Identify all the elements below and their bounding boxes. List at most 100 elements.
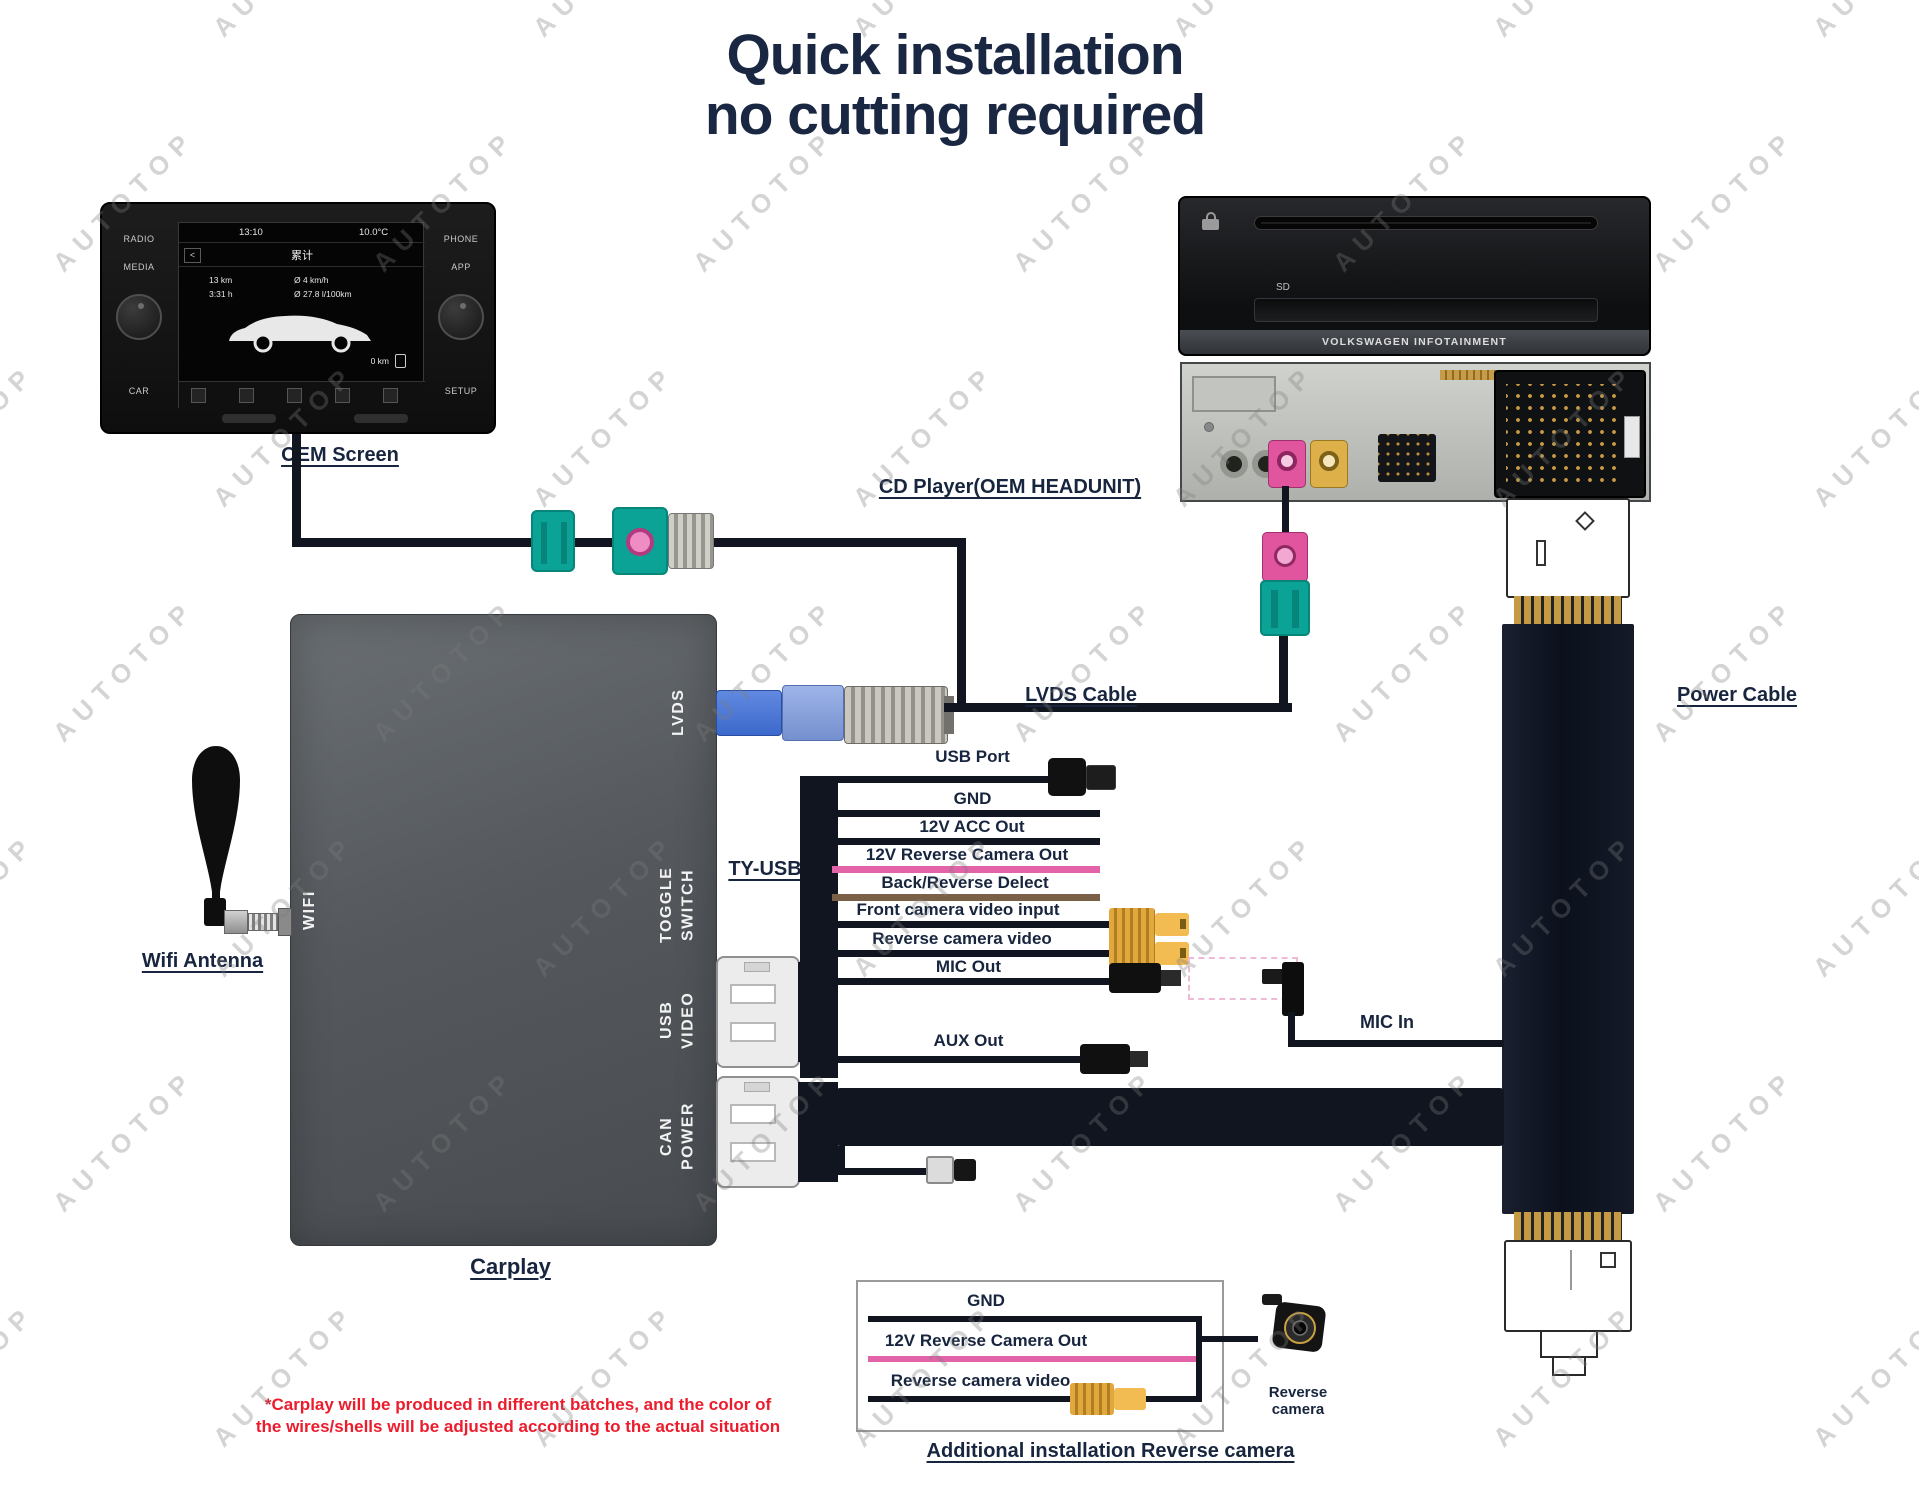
wire-label-reverse-12v: 12V Reverse Camera Out xyxy=(865,845,1069,864)
footnote-line2: the wires/shells will be adjusted accord… xyxy=(255,1417,781,1437)
pigtail-wire-v xyxy=(838,1146,845,1174)
wire-label-back-detect: Back/Reverse Delect xyxy=(881,873,1049,892)
ty-usb-label: TY-USB xyxy=(728,858,802,880)
volume-knob-right-icon xyxy=(438,294,484,340)
mic-in-wire-h xyxy=(1288,1040,1504,1047)
watermark-text: AUTOTOP xyxy=(1326,592,1482,748)
pigtail-connector-plug xyxy=(954,1159,976,1181)
page-title-line1: Quick installation xyxy=(726,23,1184,87)
display-duration: 3:31 h xyxy=(209,289,233,299)
mic-out-wire xyxy=(832,978,1109,985)
additional-reverse-video-line xyxy=(868,1396,1070,1402)
oem-car-button: CAR xyxy=(128,386,150,396)
bracket-vertical xyxy=(1196,1316,1202,1402)
wire-label-usb-port: USB Port xyxy=(935,747,1010,766)
display-distance: 13 km xyxy=(209,275,233,285)
footnote: *Carplay will be produced in different b… xyxy=(248,1394,788,1438)
reverse-video-wire xyxy=(832,950,1109,957)
gnd-wire xyxy=(832,810,1100,817)
display-avg-speed: Ø 4 km/h xyxy=(294,275,329,285)
antenna-thread xyxy=(248,913,278,931)
mic-out-plug-tip xyxy=(1161,970,1181,986)
menu-icon xyxy=(335,388,350,403)
acc-wire xyxy=(832,838,1100,845)
unit-slot xyxy=(222,414,276,423)
lvds-connector-endcap xyxy=(944,696,954,734)
diamond-mark-icon xyxy=(1575,511,1595,531)
carplay-label: Carplay xyxy=(470,1254,551,1279)
footnote-line1: *Carplay will be produced in different b… xyxy=(264,1395,772,1414)
rca-connector-yellow xyxy=(1109,908,1155,941)
watermark-text: AUTOTOP xyxy=(207,0,363,43)
carplay-box xyxy=(290,614,717,1246)
display-back-icon: < xyxy=(184,248,201,263)
watermark-text: AUTOTOP xyxy=(1646,122,1802,278)
oem-screen-device: RADIO MEDIA CAR PHONE APP SETUP 13:10 10… xyxy=(100,202,496,434)
aux-plug-tip xyxy=(1130,1051,1148,1067)
lvds-cable-line xyxy=(944,703,1292,712)
can-power-connector xyxy=(716,1076,800,1188)
power-pins-bottom xyxy=(1514,1212,1622,1242)
page-title-line2: no cutting required xyxy=(704,82,1206,147)
power-connector-step xyxy=(1540,1330,1598,1358)
lvds-connector-gray xyxy=(844,686,948,744)
port-label-can-power: CAN POWER xyxy=(658,1102,697,1170)
mic-in-wire-v xyxy=(1288,1012,1295,1046)
lvds-connector-mid xyxy=(782,685,844,741)
rca-connector-yellow xyxy=(1070,1383,1114,1415)
watermark-text: AUTOTOP xyxy=(526,357,682,513)
bracket-to-camera xyxy=(1202,1336,1258,1342)
watermark-text: AUTOTOP xyxy=(1806,1297,1919,1453)
usb-plug xyxy=(1048,758,1086,796)
oem-cable-vertical xyxy=(292,434,301,547)
usb-video-connector-back xyxy=(798,962,838,1062)
panel-screw xyxy=(1204,422,1214,432)
display-time: 13:10 xyxy=(239,227,263,238)
port-label-wifi: WIFI xyxy=(301,890,318,930)
watermark-text: AUTOTOP xyxy=(0,357,42,513)
watermark-text: AUTOTOP xyxy=(1806,357,1919,513)
wire-label-front-camera: Front camera video input xyxy=(856,900,1060,919)
fakra-port-yellow xyxy=(1310,440,1348,488)
oem-screen-label: OEM Screen xyxy=(281,444,399,466)
antenna-plug xyxy=(278,908,292,936)
mic-angle-jack-nub xyxy=(1262,969,1284,984)
wire-label-mic-out: MIC Out xyxy=(935,957,1002,976)
power-pins-top xyxy=(1514,596,1622,626)
wire-label-mic-in: MIC In xyxy=(1360,1012,1414,1032)
lvds-connector-blue xyxy=(716,690,782,736)
display-temp: 10.0°C xyxy=(359,227,389,238)
fakra-connector-teal-small xyxy=(531,510,575,572)
watermark-text: AUTOTOP xyxy=(46,592,202,748)
cd-player-label: CD Player(OEM HEADUNIT) xyxy=(878,476,1142,498)
menu-icon xyxy=(239,388,254,403)
brand-bar: VOLKSWAGEN INFOTAINMENT xyxy=(1180,330,1649,354)
quadlock-connector xyxy=(1494,370,1646,498)
wire-label-aux: AUX Out xyxy=(933,1031,1004,1050)
headunit-cable-drop xyxy=(1279,630,1288,712)
additional-box xyxy=(856,1280,1224,1432)
port-label-usb-video: USB VIDEO xyxy=(658,991,697,1049)
can-power-connector-back xyxy=(798,1082,838,1182)
lock-icon xyxy=(1202,212,1220,230)
fakra-port-pink xyxy=(1268,440,1306,488)
oem-cable-drop xyxy=(957,538,966,712)
antenna-jack-icon xyxy=(1220,450,1248,478)
back-detect-wire xyxy=(832,894,1100,901)
mic-angle-jack xyxy=(1282,962,1304,1016)
mic-out-plug xyxy=(1109,963,1161,993)
wire-label-reverse-video: Reverse camera video xyxy=(872,929,1052,948)
reverse-camera-icon xyxy=(1262,1294,1326,1352)
oem-setup-button: SETUP xyxy=(444,386,478,396)
bracket-stub xyxy=(1146,1396,1202,1402)
main-power-harness-cable xyxy=(836,1088,1504,1146)
pcb-gold-edge xyxy=(1440,370,1500,380)
usb-plug-tip xyxy=(1086,765,1116,790)
pigtail-wire-h xyxy=(838,1168,926,1175)
cd-rear-panel xyxy=(1180,362,1651,502)
rca-connector-yellow-tip xyxy=(1114,1388,1146,1410)
oem-phone-button: PHONE xyxy=(443,234,479,244)
cd-player-device: SD VOLKSWAGEN INFOTAINMENT xyxy=(1178,196,1651,356)
menu-icon xyxy=(287,388,302,403)
